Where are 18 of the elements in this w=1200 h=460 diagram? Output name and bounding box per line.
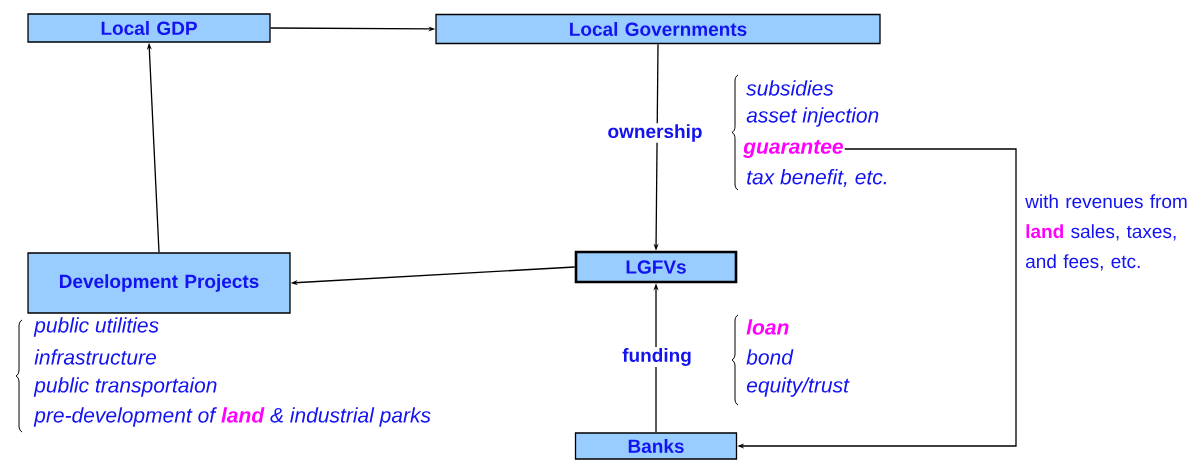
process-box: LGFVs [574, 250, 738, 284]
list-item: public transportaion [33, 377, 217, 397]
edge-label: funding [621, 347, 693, 367]
list-item: pre-development of land & industrial parks [33, 407, 431, 427]
process-box: Banks [574, 432, 738, 460]
list-item: infrastructure [34, 349, 156, 365]
list-item: guarantee [743, 140, 843, 159]
edge-label: with revenues from land sales, taxes, and fees, etc. [1025, 194, 1187, 271]
process-box: Development Projects [27, 252, 291, 314]
list-item: tax benefit, etc. [747, 169, 886, 187]
list-item: equity/trust [746, 377, 850, 397]
edge-label: ownership [606, 123, 704, 143]
list-item: subsidies [746, 80, 834, 96]
list-item: loan [746, 319, 789, 335]
list-item: bond [746, 349, 794, 365]
process-box: Local GDP [27, 13, 271, 43]
process-box: Local Governments [435, 13, 881, 45]
list-item: asset injection [746, 107, 879, 127]
